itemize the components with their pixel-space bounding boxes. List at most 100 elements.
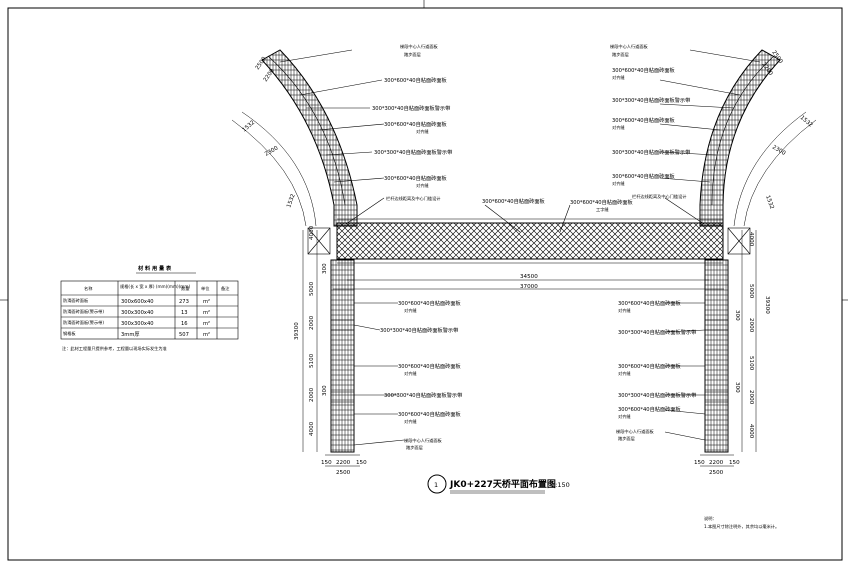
svg-text:1532: 1532 (286, 193, 297, 208)
svg-text:2200: 2200 (709, 460, 724, 466)
svg-text:300*300*40自粘面砖面板警示带: 300*300*40自粘面砖面板警示带 (612, 96, 690, 104)
svg-text:300*600*40自粘面砖面板: 300*600*40自粘面砖面板 (384, 120, 448, 128)
svg-text:300: 300 (322, 385, 328, 396)
svg-text:300*600*40自粘面砖面板: 300*600*40自粘面砖面板 (398, 410, 462, 418)
svg-text:m²: m² (203, 299, 210, 305)
svg-text:防滑面砖面板(警示带): 防滑面砖面板(警示带) (63, 308, 104, 315)
svg-text:说明：: 说明： (704, 515, 717, 522)
drawing-frame (7, 7, 843, 561)
svg-text:300*600*40自粘面砖面板: 300*600*40自粘面砖面板 (398, 362, 462, 370)
svg-text:300*300*40自粘面砖面板警示带: 300*300*40自粘面砖面板警示带 (372, 104, 450, 112)
svg-text:1.本图尺寸除注明外，其余均以毫米计。: 1.本图尺寸除注明外，其余均以毫米计。 (704, 523, 779, 530)
svg-text:300*600*40自粘面砖面板: 300*600*40自粘面砖面板 (618, 362, 682, 370)
svg-text:对齐缝: 对齐缝 (416, 182, 429, 189)
svg-text:2000: 2000 (748, 390, 754, 405)
svg-text:梯段中心人行道面板: 梯段中心人行道面板 (610, 43, 649, 50)
svg-text:300: 300 (734, 382, 740, 393)
svg-text:防滑面砖面板(警示带): 防滑面砖面板(警示带) (63, 319, 104, 326)
svg-text:对齐缝: 对齐缝 (404, 370, 417, 377)
svg-text:300*600*40自粘面砖面板: 300*600*40自粘面砖面板 (618, 405, 682, 413)
svg-text:300x300x40: 300x300x40 (121, 321, 154, 327)
svg-text:4000: 4000 (309, 421, 315, 436)
svg-text:34500: 34500 (520, 274, 538, 280)
svg-text:梯段中心人行道面板: 梯段中心人行道面板 (400, 43, 439, 50)
svg-text:钢格板: 钢格板 (63, 330, 76, 337)
svg-text:300x600x40: 300x600x40 (121, 299, 154, 305)
svg-text:栏杆边线距离及中心门槛设计: 栏杆边线距离及中心门槛设计 (386, 195, 440, 202)
svg-text:梯段中心人行道面板: 梯段中心人行道面板 (404, 437, 443, 444)
svg-text:防滑面砖面板: 防滑面砖面板 (63, 297, 89, 304)
svg-text:踏步面层: 踏步面层 (618, 435, 635, 442)
materials-table-note: 注：此材工程量只提供参考，工程量以现场实际发生为准 (62, 345, 167, 352)
svg-text:300*600*40自粘面砖面板: 300*600*40自粘面砖面板 (618, 299, 682, 307)
svg-text:对齐缝: 对齐缝 (404, 307, 417, 314)
svg-text:300*300*40自粘面砖面板警示带: 300*300*40自粘面砖面板警示带 (384, 391, 462, 399)
svg-text:150: 150 (356, 460, 367, 466)
right-curved-stair (699, 49, 817, 227)
svg-text:栏杆边线距离及中心门槛设计: 栏杆边线距离及中心门槛设计 (632, 193, 686, 200)
svg-text:300*300*40自粘面砖面板警示带: 300*300*40自粘面砖面板警示带 (618, 391, 696, 399)
svg-text:m²: m² (203, 321, 210, 327)
svg-text:3mm厚: 3mm厚 (121, 331, 140, 338)
general-notes: 说明： 1.本图尺寸除注明外，其余均以毫米计。 (704, 515, 779, 530)
svg-text:150: 150 (694, 460, 705, 466)
svg-text:39300: 39300 (764, 296, 770, 314)
svg-text:梯段中心人行道面板: 梯段中心人行道面板 (616, 428, 655, 435)
callout-texts: 梯段中心人行道面板 踏步面层 300*600*40自粘面砖面板 300*300*… (372, 43, 696, 451)
svg-text:5000: 5000 (748, 284, 754, 299)
svg-text:5000: 5000 (309, 281, 315, 296)
svg-text:对齐缝: 对齐缝 (404, 418, 417, 425)
svg-text:273: 273 (179, 299, 189, 305)
svg-text:300: 300 (322, 263, 328, 274)
svg-text:备注: 备注 (221, 285, 230, 292)
left-curved-stair (231, 49, 358, 227)
svg-text:300*300*40自粘面砖面板警示带: 300*300*40自粘面砖面板警示带 (374, 148, 452, 156)
svg-text:4000: 4000 (748, 232, 754, 247)
drawing-scale: 1:150 (551, 481, 570, 489)
svg-text:2200: 2200 (336, 460, 351, 466)
svg-text:150: 150 (729, 460, 740, 466)
svg-text:2500: 2500 (709, 470, 724, 476)
svg-text:300*600*40自粘面砖面板: 300*600*40自粘面砖面板 (384, 76, 448, 84)
svg-text:对齐缝: 对齐缝 (618, 370, 631, 377)
svg-text:4000: 4000 (309, 225, 315, 240)
svg-text:39300: 39300 (294, 322, 300, 340)
svg-text:2000: 2000 (309, 315, 315, 330)
svg-text:2300: 2300 (771, 145, 787, 158)
materials-table-title: 材 料 用 量 表 (137, 264, 172, 272)
drawing-title-text: JK0+227天桥平面布置图 (449, 478, 556, 490)
svg-text:数量: 数量 (181, 285, 189, 292)
svg-text:300*600*40自粘面砖面板: 300*600*40自粘面砖面板 (612, 66, 676, 74)
svg-text:300*300*40自粘面砖面板警示带: 300*300*40自粘面砖面板警示带 (618, 328, 696, 336)
svg-text:m²: m² (203, 310, 210, 316)
svg-text:单位: 单位 (201, 285, 209, 292)
svg-text:300*600*40自粘面砖面板: 300*600*40自粘面砖面板 (482, 197, 546, 205)
svg-text:4000: 4000 (748, 424, 754, 439)
svg-text:300x300x40: 300x300x40 (121, 310, 154, 316)
svg-text:m²: m² (203, 332, 210, 338)
svg-text:对齐缝: 对齐缝 (612, 124, 625, 131)
svg-text:300: 300 (734, 310, 740, 321)
svg-text:2000: 2000 (309, 387, 315, 402)
svg-text:150: 150 (321, 460, 332, 466)
svg-text:300*600*40自粘面砖面板: 300*600*40自粘面砖面板 (570, 198, 634, 206)
svg-text:对齐缝: 对齐缝 (612, 74, 625, 81)
svg-text:对齐缝: 对齐缝 (618, 307, 631, 314)
svg-text:1532: 1532 (241, 120, 256, 134)
svg-text:对齐缝: 对齐缝 (416, 128, 429, 135)
svg-text:2500: 2500 (336, 470, 351, 476)
leader-lines (279, 49, 761, 446)
svg-text:工字缝: 工字缝 (596, 206, 609, 213)
svg-text:13: 13 (181, 310, 188, 316)
drawing-number: 1 (434, 481, 438, 489)
svg-text:1532: 1532 (799, 115, 814, 129)
materials-table: 材 料 用 量 表 名称 规格(长 x 宽 x 厚) (mm)(mm)(mm) … (60, 264, 239, 352)
right-straight-stair (700, 230, 757, 467)
svg-text:300*600*40自粘面砖面板: 300*600*40自粘面砖面板 (612, 116, 676, 124)
svg-text:300*300*40自粘面砖面板警示带: 300*300*40自粘面砖面板警示带 (612, 148, 690, 156)
drawing-title: 1 JK0+227天桥平面布置图 1:150 (427, 474, 570, 494)
svg-text:507: 507 (179, 332, 189, 338)
svg-text:1532: 1532 (764, 195, 775, 210)
svg-text:5100: 5100 (309, 353, 315, 368)
left-straight-stair (302, 230, 360, 467)
